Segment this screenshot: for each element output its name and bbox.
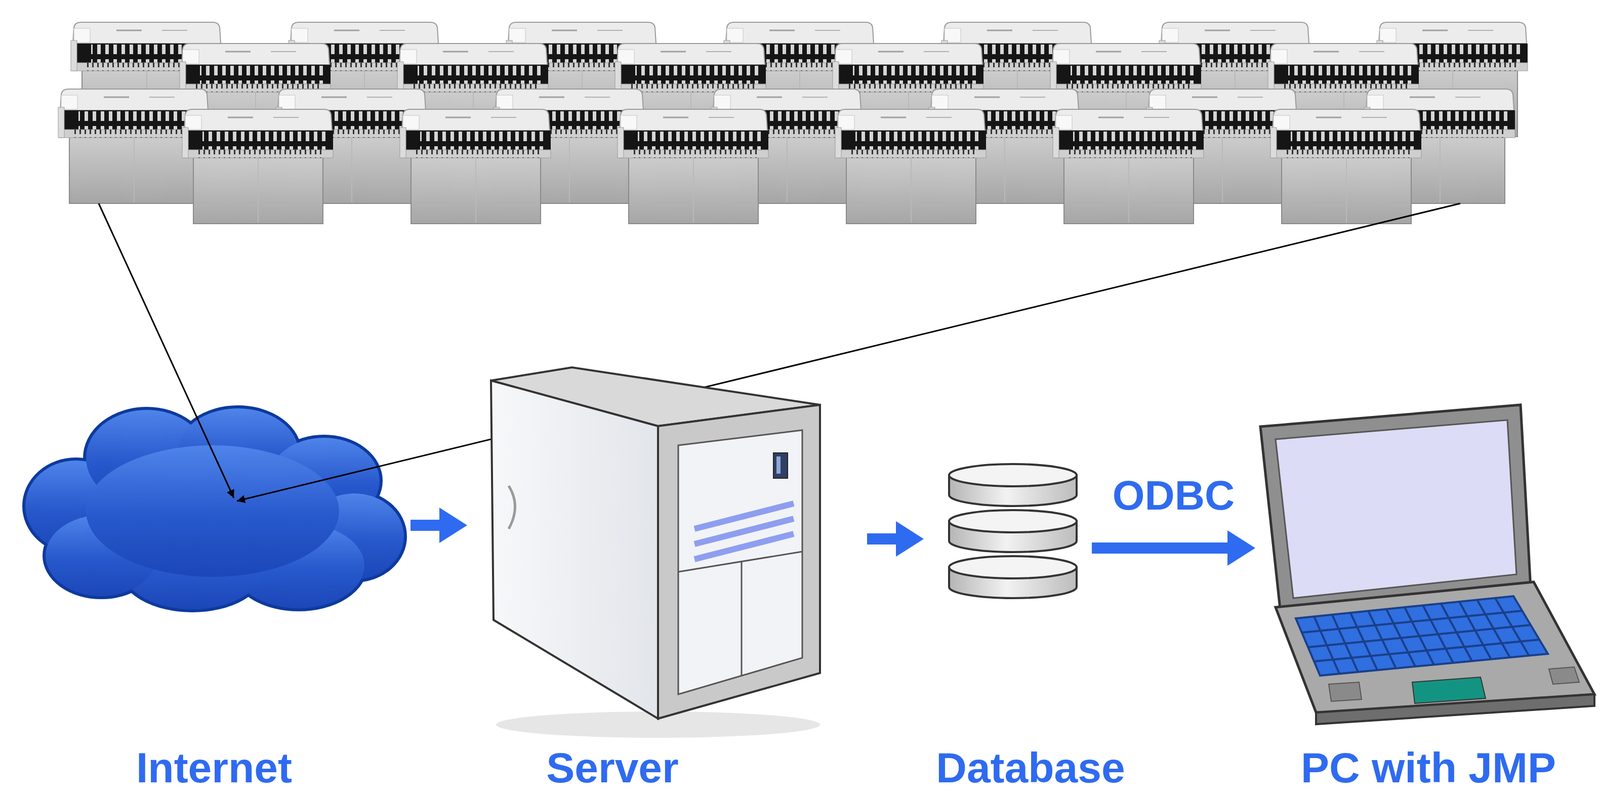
analyzer [399,109,551,224]
icon-node: PC with JMP [1260,402,1597,725]
node-label: Internet [136,746,293,790]
connector-label: ODBC [1112,474,1235,517]
node-label: Server [546,746,679,790]
cloud-icon [25,408,404,610]
icon-node: Database [949,464,1077,603]
server-icon [490,367,820,738]
icon-node: Server [489,367,827,746]
flow-arrow [867,521,924,557]
analyzer [617,109,769,224]
analyzer [1270,109,1422,224]
analyzer-array [58,22,1528,224]
database-icon [949,464,1077,599]
icon-node: Internet [25,407,408,613]
analyzer [1052,109,1204,224]
flow-arrow [1091,530,1256,566]
leader-line [98,203,234,499]
analyzer [835,109,987,224]
analyzer [182,109,334,224]
node-label: PC with JMP [1300,746,1556,790]
data-lines [98,203,1461,502]
laptop-icon [1260,404,1595,725]
flow-arrow [410,507,468,544]
node-label: Database [935,746,1126,790]
